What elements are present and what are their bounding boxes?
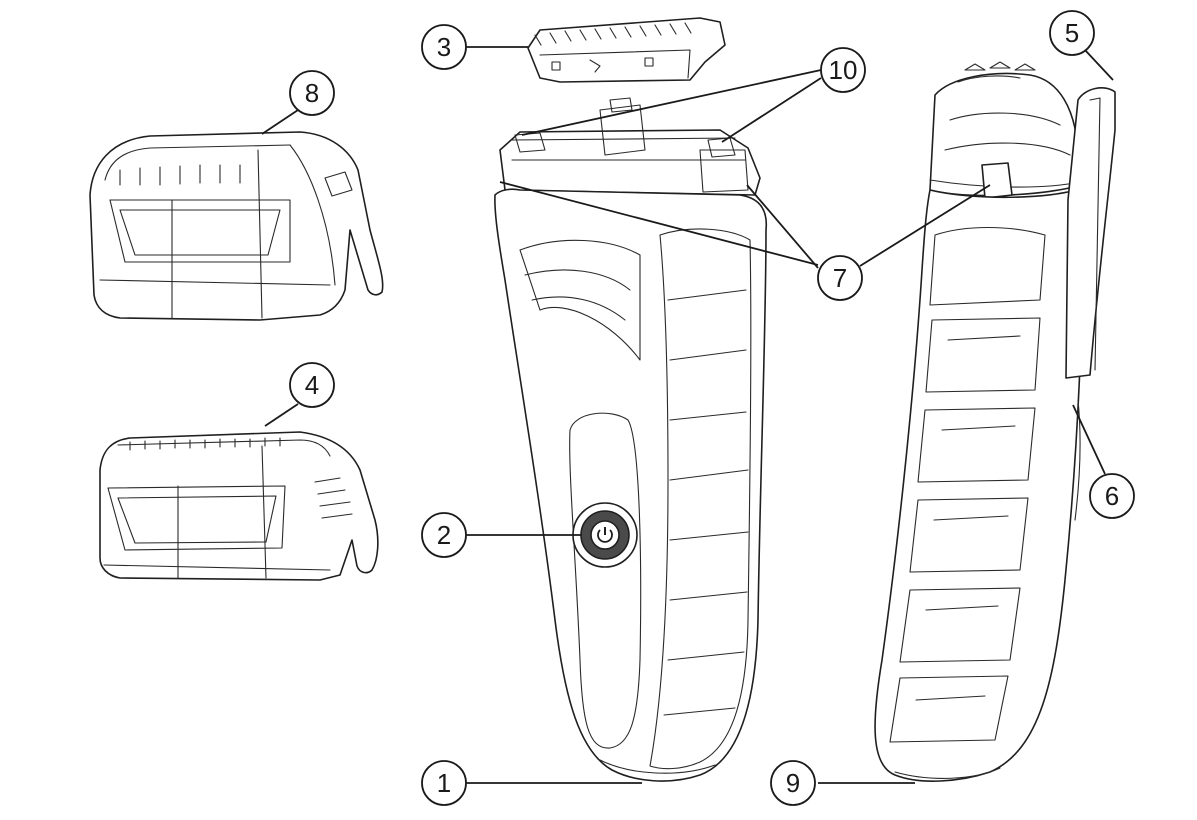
callout-6-label: 6: [1105, 481, 1119, 511]
callout-5-label: 5: [1065, 18, 1079, 48]
callout-7-label: 7: [833, 263, 847, 293]
callout-8: 8: [289, 70, 335, 116]
callout-10-label: 10: [829, 55, 858, 85]
callout-2: 2: [421, 512, 467, 558]
cutter-block-drawing: [527, 17, 726, 83]
shaver-front-body-drawing: [494, 97, 768, 782]
callout-7: 7: [817, 255, 863, 301]
leader-lines: [261, 46, 1114, 784]
callout-6: 6: [1089, 473, 1135, 519]
callout-1: 1: [421, 760, 467, 806]
callout-3-label: 3: [437, 32, 451, 62]
callout-2-label: 2: [437, 520, 451, 550]
callout-8-label: 8: [305, 78, 319, 108]
callout-1-label: 1: [437, 768, 451, 798]
shaver-side-body-drawing: [874, 61, 1116, 782]
callout-3: 3: [421, 24, 467, 70]
callout-10: 10: [820, 47, 866, 93]
callout-4: 4: [289, 362, 335, 408]
shaving-head-drawing: [99, 431, 379, 581]
callout-9: 9: [770, 760, 816, 806]
callout-9-label: 9: [786, 768, 800, 798]
callout-4-label: 4: [305, 370, 319, 400]
comb-attachment-drawing: [89, 131, 384, 321]
callout-5: 5: [1049, 10, 1095, 56]
